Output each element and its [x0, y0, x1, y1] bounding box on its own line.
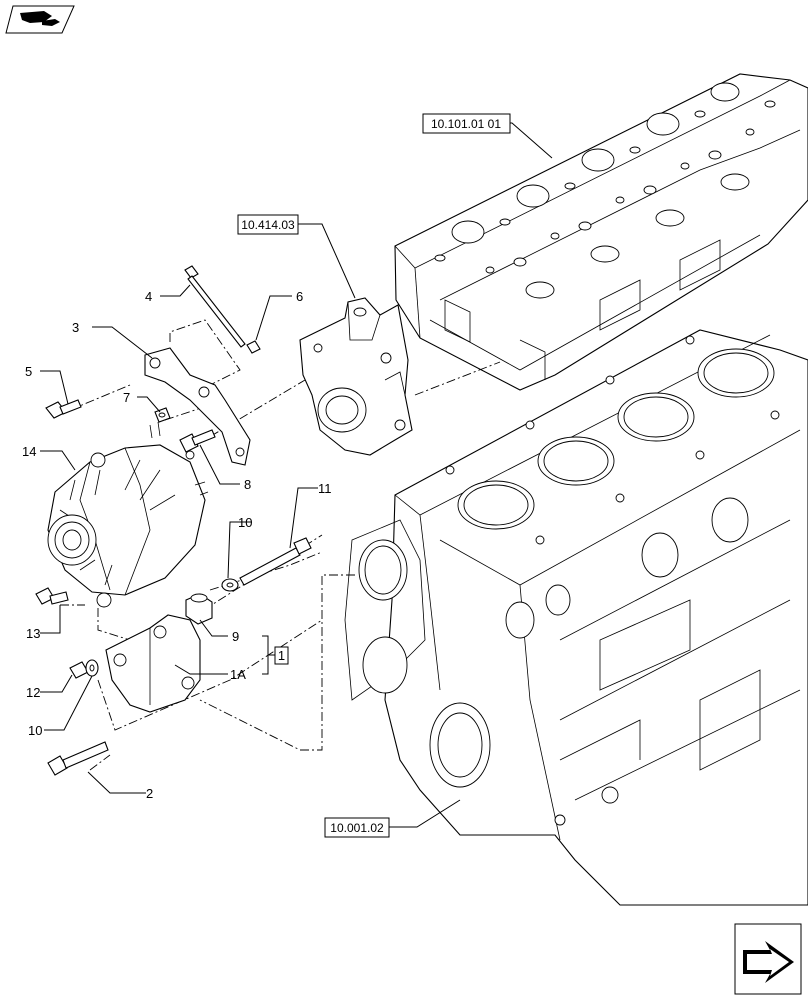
nut-7 [154, 407, 171, 423]
callout-5: 5 [25, 364, 32, 379]
catalog-book-icon[interactable] [5, 5, 75, 34]
callout-7: 7 [123, 390, 130, 405]
next-page-arrow-icon[interactable] [734, 923, 802, 995]
callout-1: 1 [278, 648, 285, 663]
engine-block [344, 329, 808, 906]
nut-6 [246, 340, 261, 354]
reference-engine-block[interactable]: 10.001.02 [324, 817, 390, 838]
svg-text:10.101.01 01: 10.101.01 01 [431, 117, 501, 131]
cylinder-bores [457, 348, 775, 530]
callout-1a: 1A [230, 667, 246, 682]
bolt-13 [35, 587, 69, 605]
long-bolt [184, 265, 246, 348]
callout-14: 14 [22, 444, 36, 459]
reference-cylinder-head[interactable]: 10.101.01 01 [422, 113, 511, 134]
bolt-2 [47, 741, 109, 776]
callout-6: 6 [296, 289, 303, 304]
callout-13: 13 [26, 626, 40, 641]
callout-9: 9 [232, 629, 239, 644]
washer-10-upper [221, 578, 239, 592]
cylinder-head [394, 73, 808, 391]
leader-lines [40, 122, 553, 828]
water-pump [299, 297, 413, 456]
callout-11: 11 [318, 481, 332, 496]
lower-bracket [105, 614, 201, 713]
callout-4: 4 [145, 289, 152, 304]
bolt-5 [45, 399, 82, 419]
block-bolt-holes [445, 335, 780, 545]
callout-10-lower: 10 [28, 723, 42, 738]
callout-12: 12 [26, 685, 40, 700]
alternator [47, 421, 209, 608]
callout-2: 2 [146, 786, 153, 801]
callout-10-upper: 10 [238, 515, 252, 530]
cylinder-head-holes [434, 82, 776, 299]
callout-8: 8 [244, 477, 251, 492]
nut-12 [69, 661, 89, 679]
callout-labels: 1 1A 2 3 4 5 6 7 8 9 10 10 11 12 13 14 [22, 289, 332, 801]
alternator-bracket [144, 347, 251, 466]
long-bolt-11 [239, 537, 312, 586]
bushing-9 [185, 593, 213, 625]
reference-water-pump[interactable]: 10.414.03 [237, 214, 299, 235]
bolt-8 [179, 429, 216, 453]
callout-1-box: 1 [274, 646, 289, 665]
svg-text:10.001.02: 10.001.02 [330, 821, 384, 835]
svg-text:10.414.03: 10.414.03 [241, 218, 295, 232]
washer-10-lower [85, 659, 99, 677]
callout-3: 3 [72, 320, 79, 335]
